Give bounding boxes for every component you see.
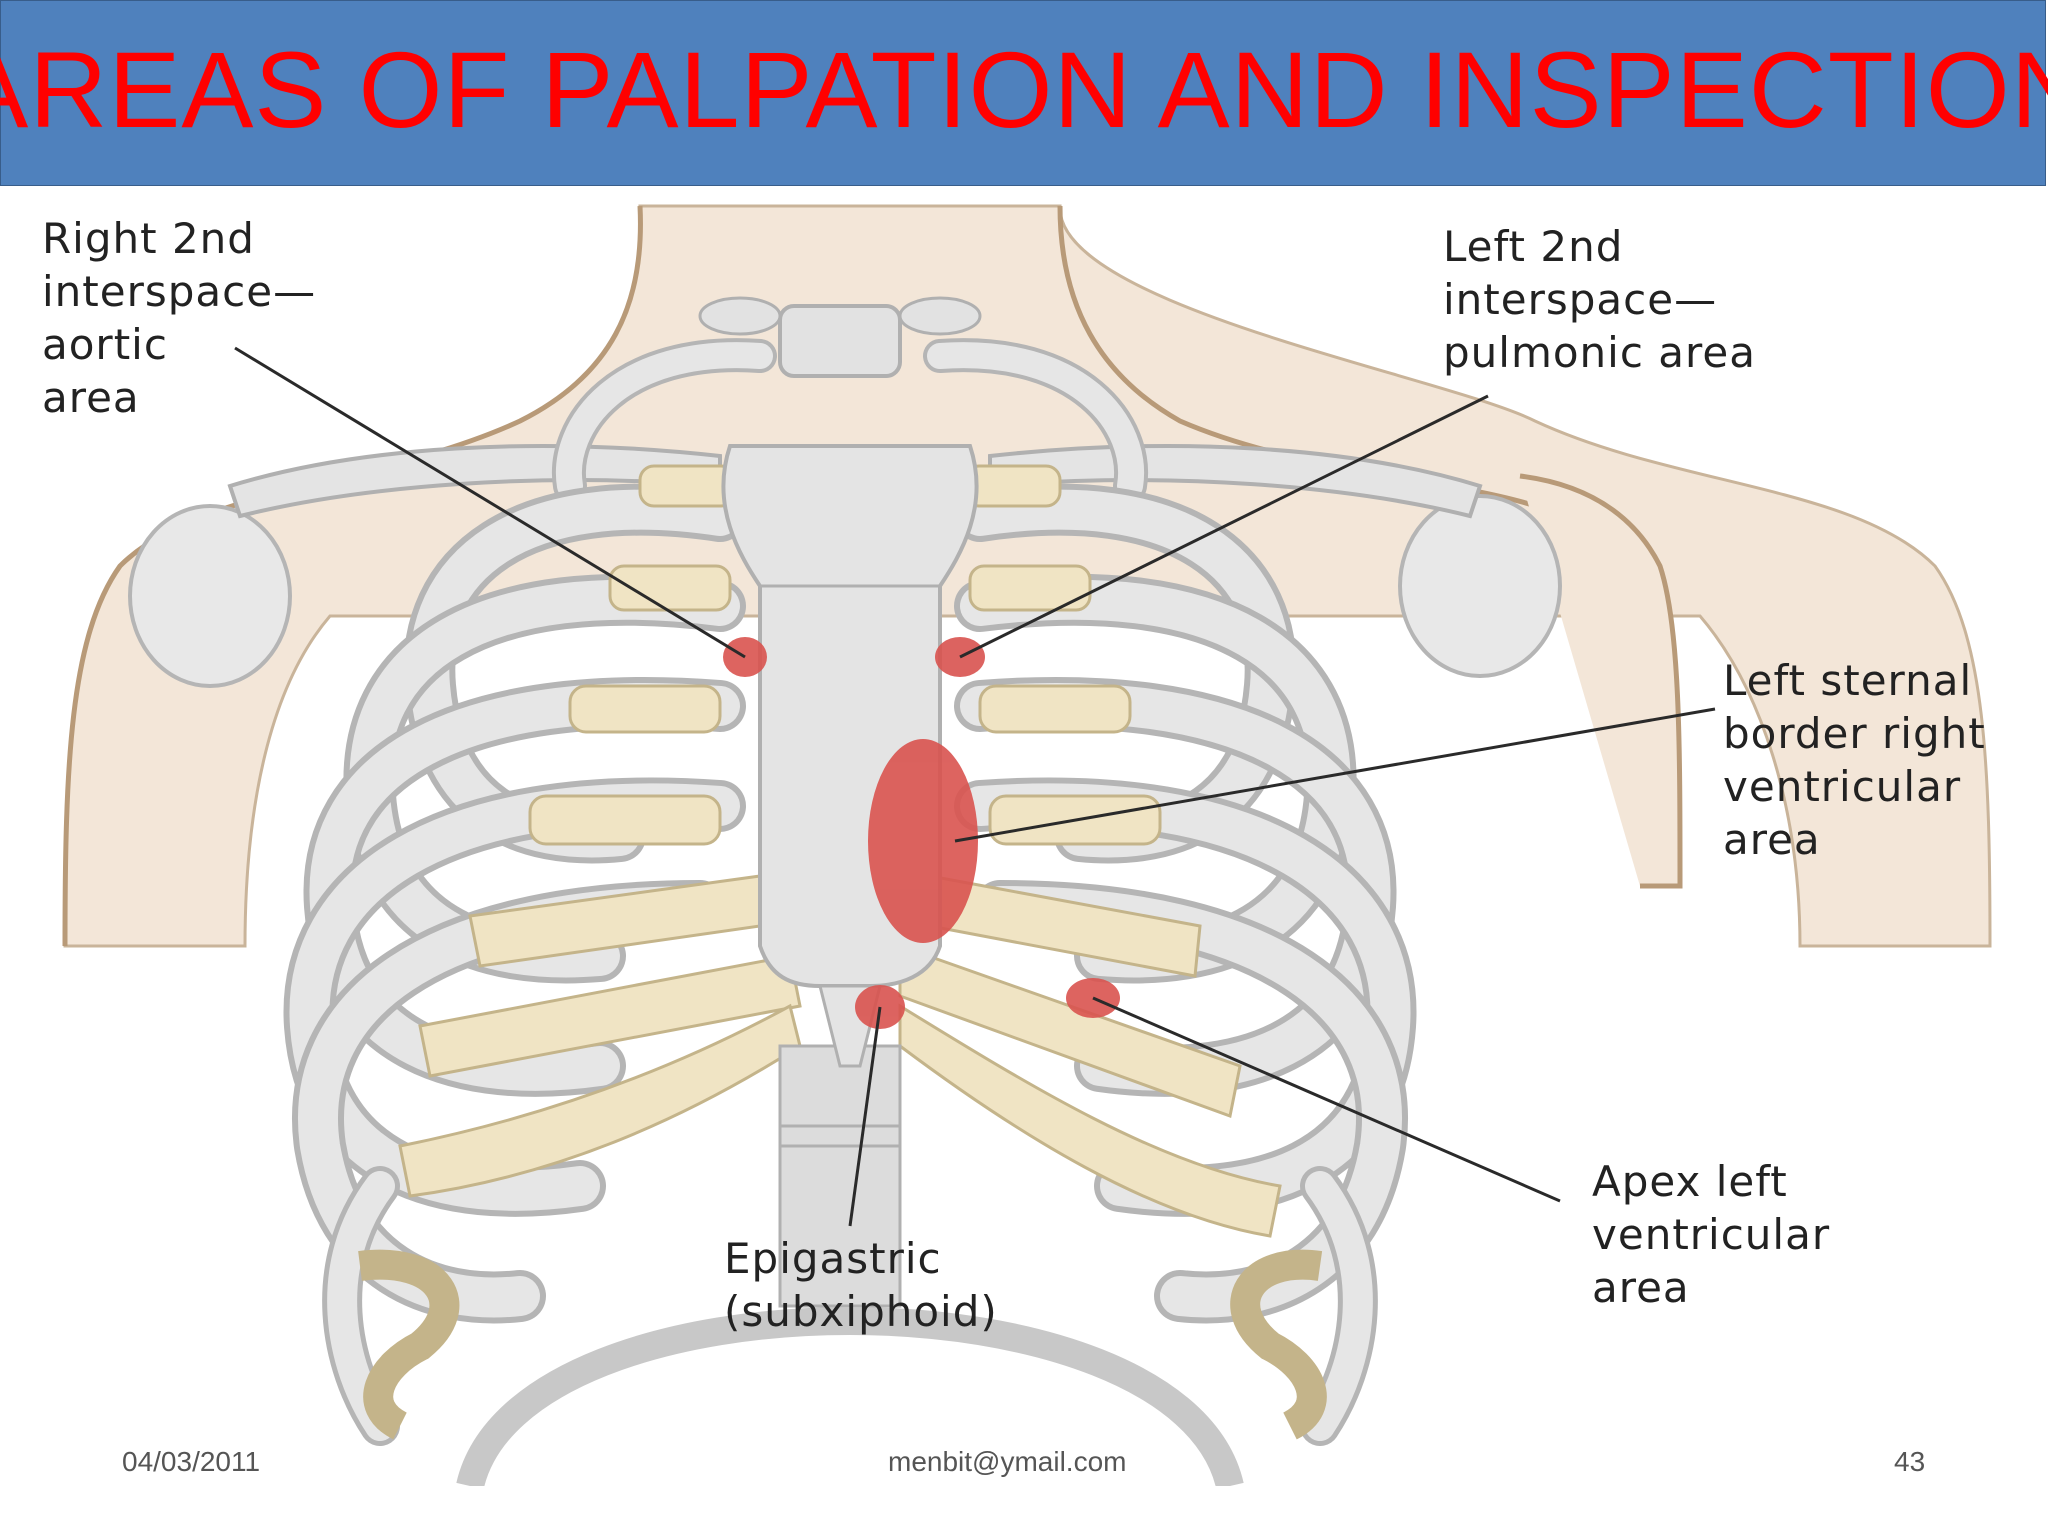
- footer-date: 04/03/2011: [122, 1446, 261, 1477]
- left-humerus-head: [128, 504, 292, 688]
- leader-lines: [234, 346, 1716, 1227]
- title-bar: AREAS OF PALPATION AND INSPECTION: [0, 0, 2048, 186]
- slide-title: AREAS OF PALPATION AND INSPECTION: [0, 29, 2048, 150]
- spine-vertebra: [778, 1044, 902, 1308]
- label-epigastric: Epigastric (subxiphoid): [724, 1234, 998, 1336]
- label-right-2nd-interspace: Right 2nd interspace— aortic area: [42, 214, 317, 422]
- footer-page-number: 43: [1894, 1446, 1926, 1477]
- costal-cartilages: [358, 464, 1327, 1440]
- diaphragm-arch: [456, 1307, 1244, 1486]
- label-apex: Apex left ventricular area: [1592, 1157, 1831, 1312]
- right-humerus-head: [1398, 494, 1562, 678]
- rib-cage-illustration: [62, 204, 1992, 1486]
- marker-right-ventricular: [868, 739, 978, 943]
- footer-email: menbit@ymail.com: [888, 1446, 1127, 1477]
- cervical-vertebra: [778, 304, 902, 378]
- label-left-sternal-border: Left sternal border right ventricular ar…: [1723, 656, 1986, 864]
- label-left-2nd-interspace: Left 2nd interspace— pulmonic area: [1443, 222, 1756, 377]
